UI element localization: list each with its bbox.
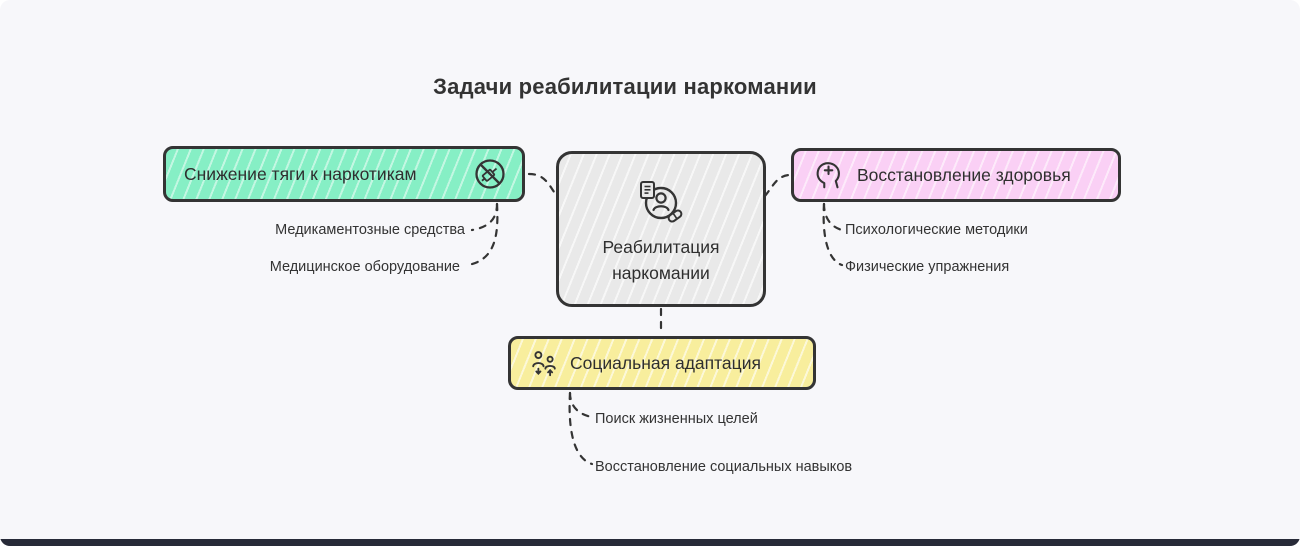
child-psychological-methods: Психологические методики [845, 222, 1028, 238]
child-social-skills: Восстановление социальных навыков [595, 459, 853, 475]
child-life-goals: Поиск жизненных целей [595, 411, 758, 427]
rehab-person-pill-icon [635, 176, 687, 228]
footer-bar [0, 539, 1300, 546]
connector-left-child-1 [470, 202, 499, 232]
branch-reduce-cravings-label: Снижение тяги к наркотикам [184, 163, 417, 184]
connector-center-left [527, 172, 559, 198]
people-icon [529, 348, 559, 378]
branch-health-restoration: Восстановление здоровья [791, 148, 1121, 202]
connector-bottom-child-2 [568, 391, 594, 466]
connector-bottom-child-1 [568, 391, 594, 419]
diagram-title: Задачи реабилитации наркомании [433, 74, 817, 99]
child-medication: Медикаментозные средства [275, 222, 465, 238]
connector-left-child-2 [466, 202, 499, 267]
child-medical-equipment: Медицинское оборудование [269, 259, 460, 275]
child-physical-exercise: Физические упражнения [845, 259, 1010, 275]
branch-social-adaptation-label: Социальная адаптация [570, 352, 761, 373]
branch-social-adaptation: Социальная адаптация [508, 336, 816, 390]
connector-right-child-2 [822, 202, 844, 267]
connector-right-child-1 [822, 202, 844, 232]
no-drugs-icon [472, 156, 508, 192]
center-node: Реабилитация наркомании [556, 151, 766, 307]
head-plus-icon [812, 158, 846, 192]
branch-reduce-cravings: Снижение тяги к наркотикам [163, 146, 525, 202]
branch-health-restoration-label: Восстановление здоровья [857, 164, 1071, 185]
connector-center-right [763, 173, 791, 198]
center-node-label: Реабилитация наркомании [602, 236, 720, 283]
